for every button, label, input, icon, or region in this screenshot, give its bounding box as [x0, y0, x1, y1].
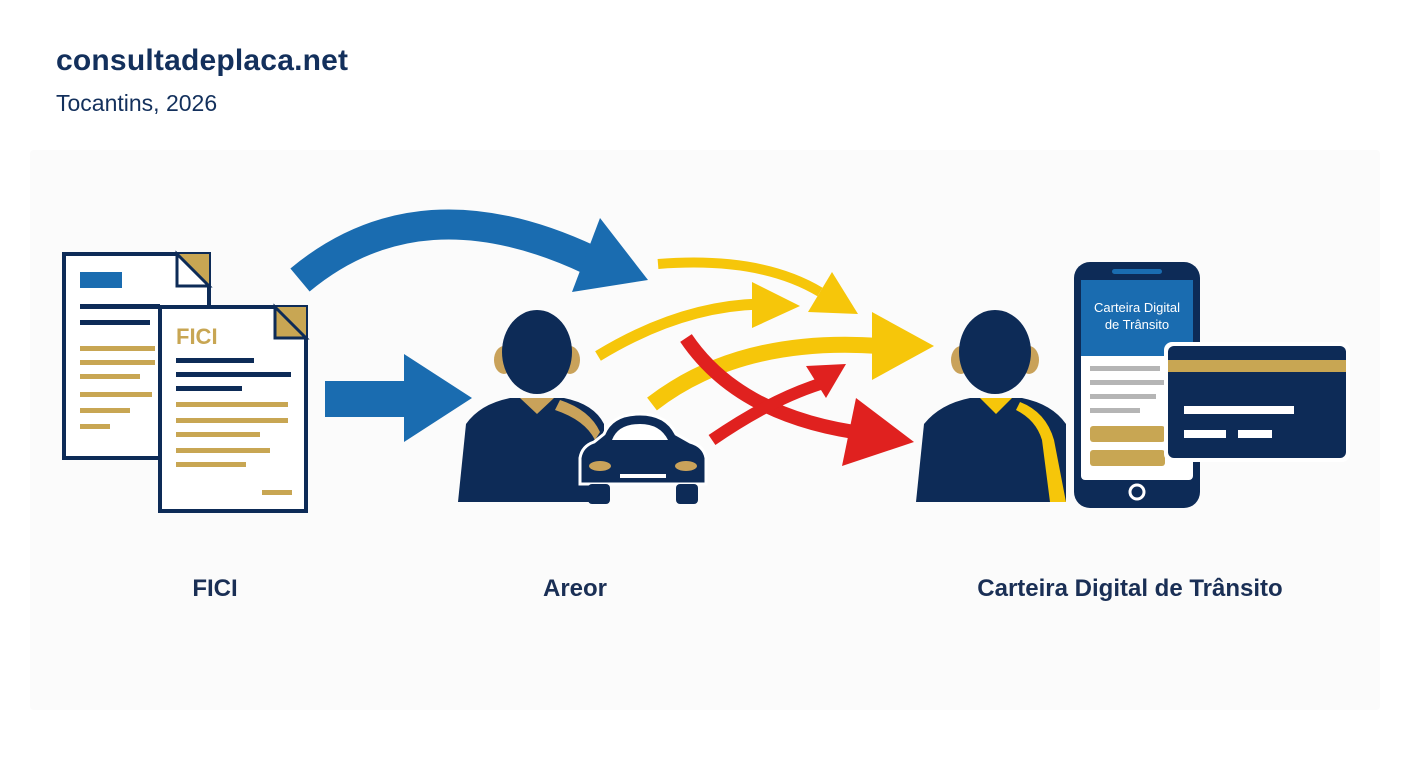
arrow-icon-yellow-top: [657, 257, 858, 314]
stage-label-carteira-digital: Carteira Digital de Trânsito: [977, 575, 1283, 602]
arrow-icon-blue-straight: [325, 354, 472, 442]
site-title: consultadeplaca.net: [56, 44, 349, 77]
stage-label-areor: Areor: [542, 575, 608, 602]
document-icon-front: FICI: [158, 303, 310, 513]
background-panel: [30, 150, 1380, 710]
site-subtitle: Tocantins, 2026: [56, 90, 218, 116]
phone-title-line1: Carteira Digital: [1094, 300, 1180, 315]
arrow-icon-yellow-upper: [595, 282, 800, 361]
arrow-icon-red-up: [708, 364, 846, 445]
person-icon-driver: [916, 310, 1066, 502]
arrow-icon-blue-curved: [290, 209, 648, 292]
stage-label-fici: FICI: [192, 575, 238, 602]
car-icon: [578, 412, 708, 504]
person-icon-areor: [458, 310, 604, 502]
arrow-icon-yellow-main: [647, 312, 934, 411]
card-icon: [1164, 342, 1350, 462]
document-heading: FICI: [176, 324, 218, 349]
arrow-icon-red-cross-down: [680, 334, 914, 466]
phone-title-line2: de Trânsito: [1105, 317, 1169, 332]
